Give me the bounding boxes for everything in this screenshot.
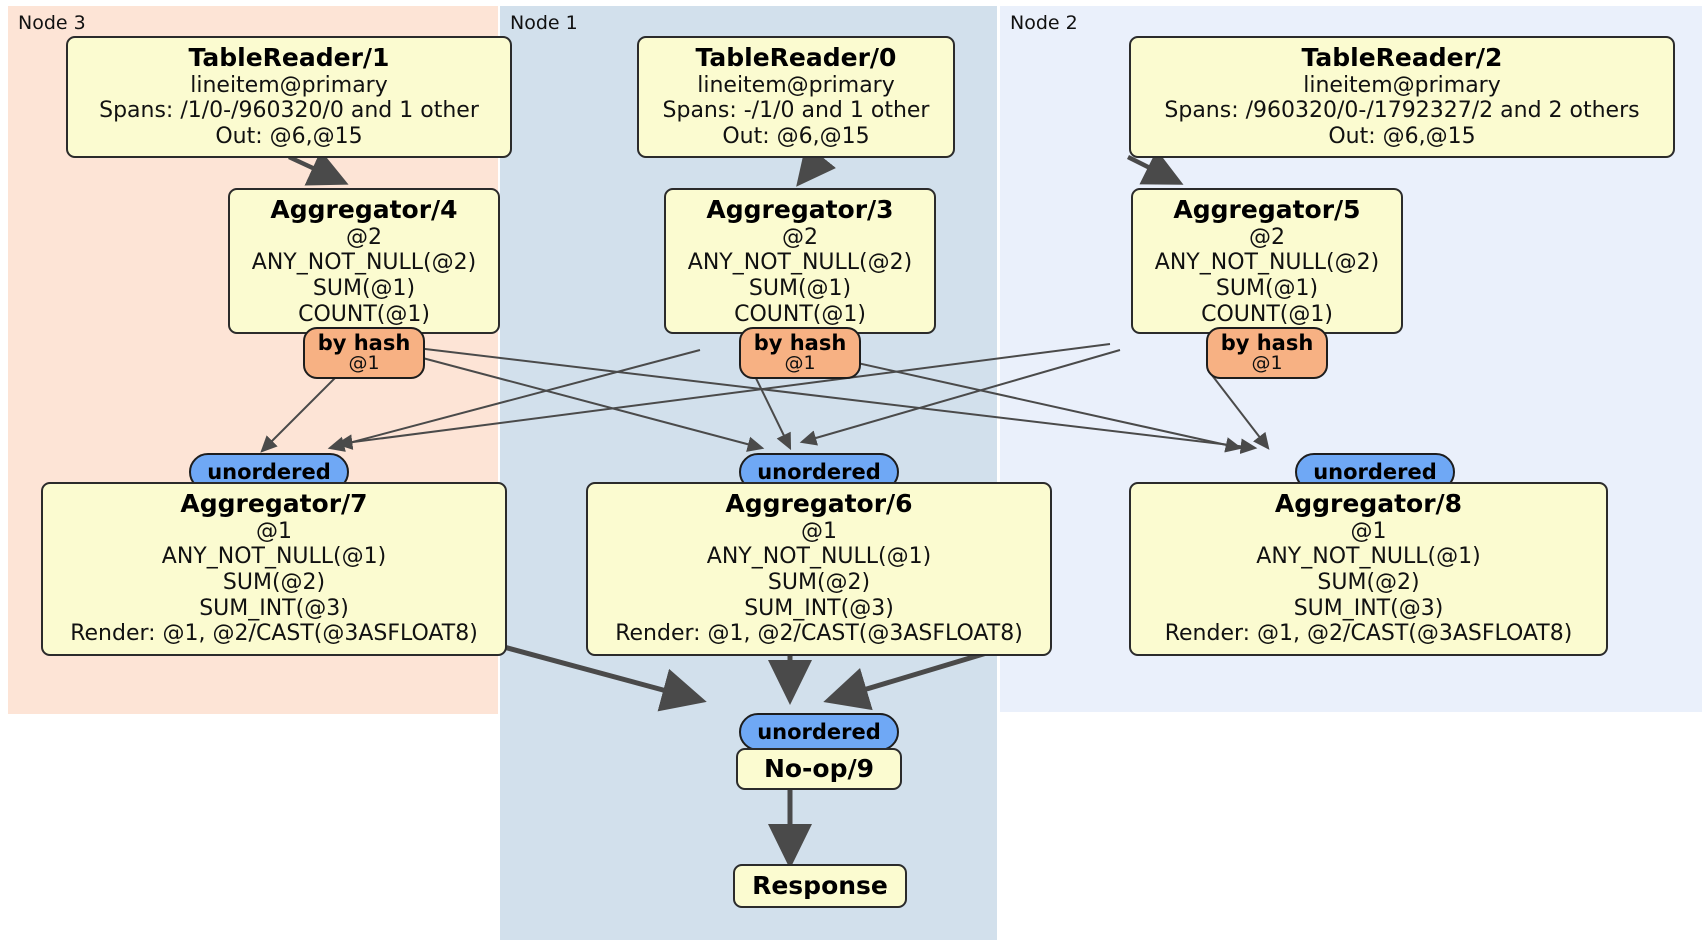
processor-line: @2 xyxy=(1249,224,1285,250)
processor-line: COUNT(@1) xyxy=(298,301,430,327)
processor-line: Out: @6,@15 xyxy=(1328,123,1476,149)
router-label: by hash xyxy=(317,331,411,355)
processor-title: No-op/9 xyxy=(763,754,875,784)
processor-line: @2 xyxy=(346,224,382,250)
processor-line: ANY_NOT_NULL(@1) xyxy=(706,544,932,570)
processor-line: @1 xyxy=(1350,518,1387,544)
processor-line: ANY_NOT_NULL(@1) xyxy=(161,544,387,570)
processor-box-table-reader-1[interactable]: TableReader/1 lineitem@primary Spans: /1… xyxy=(66,36,512,158)
processor-line: SUM(@1) xyxy=(748,275,852,301)
processor-line: ANY_NOT_NULL(@2) xyxy=(251,250,477,276)
processor-box-aggregator-5[interactable]: Aggregator/5 @2 ANY_NOT_NULL(@2) SUM(@1)… xyxy=(1131,188,1403,334)
synchronizer-label: unordered xyxy=(1313,460,1437,484)
synchronizer-label: unordered xyxy=(757,720,881,744)
processor-line: COUNT(@1) xyxy=(1201,301,1333,327)
processor-box-aggregator-3[interactable]: Aggregator/3 @2 ANY_NOT_NULL(@2) SUM(@1)… xyxy=(664,188,936,334)
processor-title: Aggregator/7 xyxy=(180,489,368,518)
router-label: by hash xyxy=(1220,331,1314,355)
processor-box-aggregator-6[interactable]: Aggregator/6 @1 ANY_NOT_NULL(@1) SUM(@2)… xyxy=(586,482,1052,656)
processor-line: SUM_INT(@3) xyxy=(744,595,894,621)
processor-line: ANY_NOT_NULL(@2) xyxy=(687,250,913,276)
processor-title: TableReader/0 xyxy=(695,43,897,72)
processor-line: lineitem@primary xyxy=(1303,72,1501,98)
processor-line: @1 xyxy=(256,518,292,544)
processor-box-noop-9[interactable]: No-op/9 xyxy=(736,748,902,790)
router-by-hash-right[interactable]: by hash @1 xyxy=(1206,327,1328,379)
router-sublabel: @1 xyxy=(1251,352,1283,375)
processor-line: SUM_INT(@3) xyxy=(1293,595,1444,621)
processor-title: Response xyxy=(752,871,888,901)
processor-box-aggregator-8[interactable]: Aggregator/8 @1 ANY_NOT_NULL(@1) SUM(@2)… xyxy=(1129,482,1608,656)
node-panel-label-node3: Node 3 xyxy=(18,12,86,34)
node-panel-label-node2: Node 2 xyxy=(1010,12,1078,34)
synchronizer-label: unordered xyxy=(207,460,331,484)
processor-line: lineitem@primary xyxy=(190,72,388,98)
processor-line: SUM(@2) xyxy=(1317,569,1420,595)
processor-line: SUM(@1) xyxy=(312,275,416,301)
router-by-hash-left[interactable]: by hash @1 xyxy=(303,327,425,379)
processor-box-table-reader-0[interactable]: TableReader/0 lineitem@primary Spans: -/… xyxy=(637,36,955,158)
processor-line: SUM(@1) xyxy=(1215,275,1319,301)
router-sublabel: @1 xyxy=(784,352,816,375)
processor-box-response[interactable]: Response xyxy=(733,864,907,908)
processor-box-aggregator-4[interactable]: Aggregator/4 @2 ANY_NOT_NULL(@2) SUM(@1)… xyxy=(228,188,500,334)
synchronizer-label: unordered xyxy=(757,460,881,484)
processor-line: COUNT(@1) xyxy=(734,301,866,327)
processor-line: Render: @1, @2/CAST(@3ASFLOAT8) xyxy=(70,621,478,647)
synchronizer-unordered-final[interactable]: unordered xyxy=(739,713,899,751)
processor-line: SUM_INT(@3) xyxy=(199,595,349,621)
processor-line: @2 xyxy=(782,224,818,250)
processor-title: Aggregator/6 xyxy=(725,489,913,518)
processor-line: SUM(@2) xyxy=(222,569,326,595)
processor-line: SUM(@2) xyxy=(767,569,871,595)
processor-title: Aggregator/5 xyxy=(1173,195,1361,224)
processor-line: Out: @6,@15 xyxy=(215,123,363,149)
processor-box-table-reader-2[interactable]: TableReader/2 lineitem@primary Spans: /9… xyxy=(1129,36,1675,158)
processor-title: TableReader/2 xyxy=(1301,43,1503,72)
processor-title: TableReader/1 xyxy=(188,43,390,72)
processor-line: Spans: -/1/0 and 1 other xyxy=(662,98,930,124)
processor-line: ANY_NOT_NULL(@2) xyxy=(1154,250,1380,276)
processor-title: Aggregator/3 xyxy=(706,195,894,224)
processor-title: Aggregator/8 xyxy=(1274,489,1463,518)
processor-title: Aggregator/4 xyxy=(270,195,458,224)
router-label: by hash xyxy=(753,331,847,355)
processor-line: Spans: /960320/0-/1792327/2 and 2 others xyxy=(1164,98,1640,124)
router-by-hash-center[interactable]: by hash @1 xyxy=(739,327,861,379)
processor-line: lineitem@primary xyxy=(697,72,895,98)
processor-line: ANY_NOT_NULL(@1) xyxy=(1256,544,1481,570)
node-panel-label-node1: Node 1 xyxy=(510,12,578,34)
processor-box-aggregator-7[interactable]: Aggregator/7 @1 ANY_NOT_NULL(@1) SUM(@2)… xyxy=(41,482,507,656)
processor-line: Render: @1, @2/CAST(@3ASFLOAT8) xyxy=(615,621,1023,647)
processor-line: Spans: /1/0-/960320/0 and 1 other xyxy=(99,98,479,124)
processor-line: @1 xyxy=(801,518,837,544)
processor-line: Render: @1, @2/CAST(@3ASFLOAT8) xyxy=(1164,621,1573,647)
processor-line: Out: @6,@15 xyxy=(722,123,870,149)
router-sublabel: @1 xyxy=(348,352,380,375)
